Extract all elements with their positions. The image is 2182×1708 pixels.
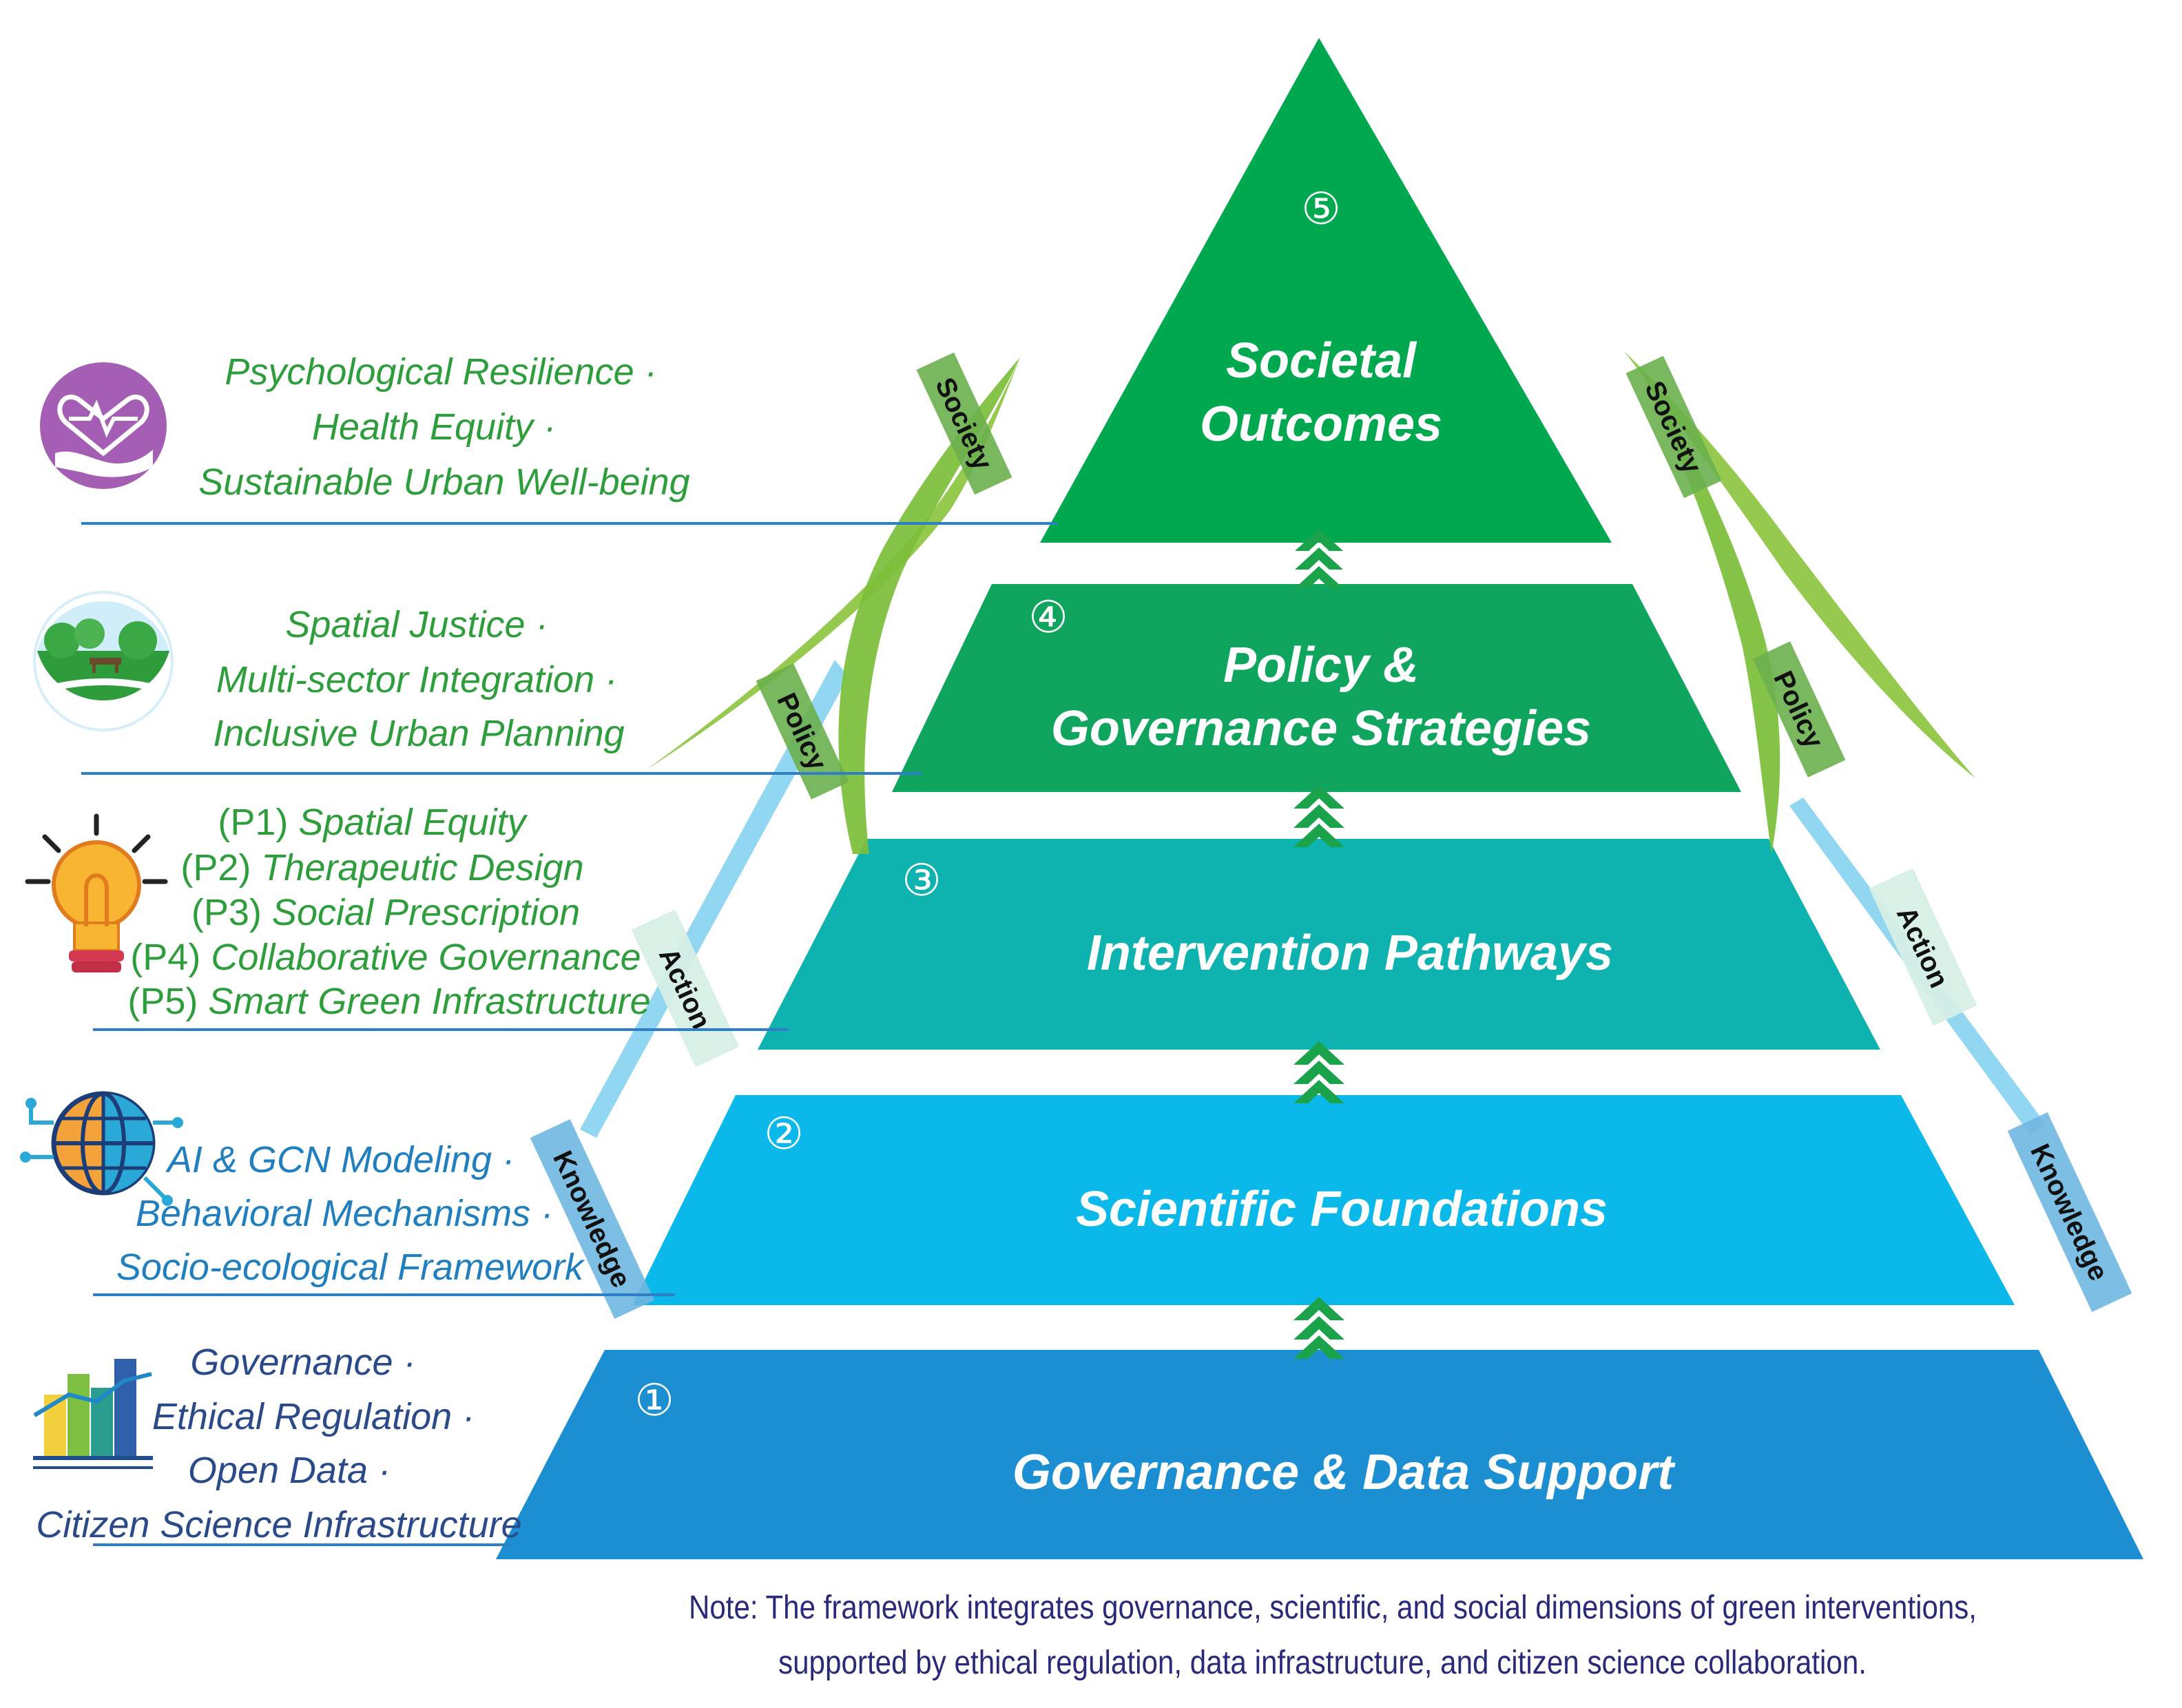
right-green-leaf-outer <box>1624 351 1975 778</box>
desc-pathways-p1: (P1) Spatial Equity <box>218 802 528 843</box>
chevron-up-icon <box>1293 1297 1344 1359</box>
tier-number-1: ① <box>634 1375 674 1426</box>
right-green-leaf-inner <box>1639 365 1780 854</box>
note-line2: supported by ethical regulation, data in… <box>778 1645 1867 1681</box>
tier-number-5: ⑤ <box>1301 184 1340 235</box>
desc-governance: Governance · Ethical Regulation · Open D… <box>36 1342 521 1545</box>
desc-science-line3: Socio-ecological Framework <box>116 1247 585 1288</box>
tier-scientific-foundations <box>632 1095 2015 1305</box>
desc-policy: Spatial Justice · Multi-sector Integrati… <box>213 604 624 754</box>
desc-pathways-p3: (P3) Social Prescription <box>191 892 580 933</box>
chevron-up-icon <box>1293 785 1344 847</box>
pyramid <box>496 38 2143 1559</box>
desc-pathways-p5: (P5) Smart Green Infrastructure <box>127 981 650 1022</box>
tier-title-societal-line1: Societal <box>1226 333 1417 388</box>
desc-societal: Psychological Resilience · Health Equity… <box>198 351 689 503</box>
tier-number-3: ③ <box>902 855 941 906</box>
desc-science-line1: AI & GCN Modeling · <box>165 1139 515 1180</box>
note: Note: The framework integrates governanc… <box>689 1590 1977 1681</box>
connector-lines <box>81 522 1057 1546</box>
bar-chart-icon <box>33 1359 153 1469</box>
tier-title-governance-data: Governance & Data Support <box>1012 1445 1676 1500</box>
heart-hand-icon <box>40 362 167 489</box>
lightbulb-icon <box>25 813 168 972</box>
side-label-society-right: Society <box>1639 377 1707 479</box>
tier-number-4: ④ <box>1028 592 1068 643</box>
desc-governance-line4: Citizen Science Infrastructure <box>36 1504 521 1545</box>
desc-governance-line1: Governance · <box>190 1342 415 1383</box>
chevron-up-icon <box>1295 529 1343 588</box>
globe-network-icon <box>20 1091 183 1206</box>
tier-number-2: ② <box>764 1109 803 1160</box>
desc-policy-line3: Inclusive Urban Planning <box>213 713 624 754</box>
tier-intervention-pathways <box>758 839 1880 1050</box>
note-line1: Note: The framework integrates governanc… <box>689 1590 1977 1626</box>
desc-pathways-p2: (P2) Therapeutic Design <box>180 847 583 888</box>
tier-policy-governance <box>892 584 1741 792</box>
park-landscape-icon <box>33 591 174 731</box>
desc-societal-line2: Health Equity · <box>312 406 556 448</box>
desc-science: AI & GCN Modeling · Behavioral Mechanism… <box>116 1139 585 1288</box>
tier-title-pathways: Intervention Pathways <box>1087 926 1613 981</box>
tier-title-societal-line2: Outcomes <box>1200 397 1442 452</box>
chevron-up-icon <box>1293 1041 1344 1103</box>
tier-title-scientific: Scientific Foundations <box>1076 1182 1608 1237</box>
tier-title-policy-line2: Governance Strategies <box>1051 701 1591 756</box>
desc-governance-line3: Open Data · <box>188 1450 391 1491</box>
desc-pathways: (P1) Spatial Equity (P2) Therapeutic Des… <box>127 802 650 1022</box>
tier-societal-outcomes <box>1040 38 1612 543</box>
tier-title-policy-line1: Policy & <box>1223 638 1419 693</box>
tier-governance-data-support <box>496 1350 2143 1559</box>
desc-policy-line2: Multi-sector Integration · <box>216 659 617 700</box>
right-side-labels: Society Policy Action Knowledge <box>1625 355 2132 1312</box>
desc-science-line2: Behavioral Mechanisms · <box>136 1193 553 1234</box>
left-flow-arrows <box>580 351 1023 1138</box>
chevron-arrows <box>1293 529 1344 1359</box>
desc-pathways-p4: (P4) Collaborative Governance <box>130 937 641 978</box>
desc-policy-line1: Spatial Justice · <box>285 604 548 645</box>
desc-societal-line1: Psychological Resilience · <box>225 351 656 393</box>
left-blue-ray <box>580 660 849 1138</box>
desc-societal-line3: Sustainable Urban Well-being <box>198 461 689 503</box>
desc-governance-line2: Ethical Regulation · <box>152 1396 475 1437</box>
left-green-leaf-inner <box>838 358 1019 854</box>
